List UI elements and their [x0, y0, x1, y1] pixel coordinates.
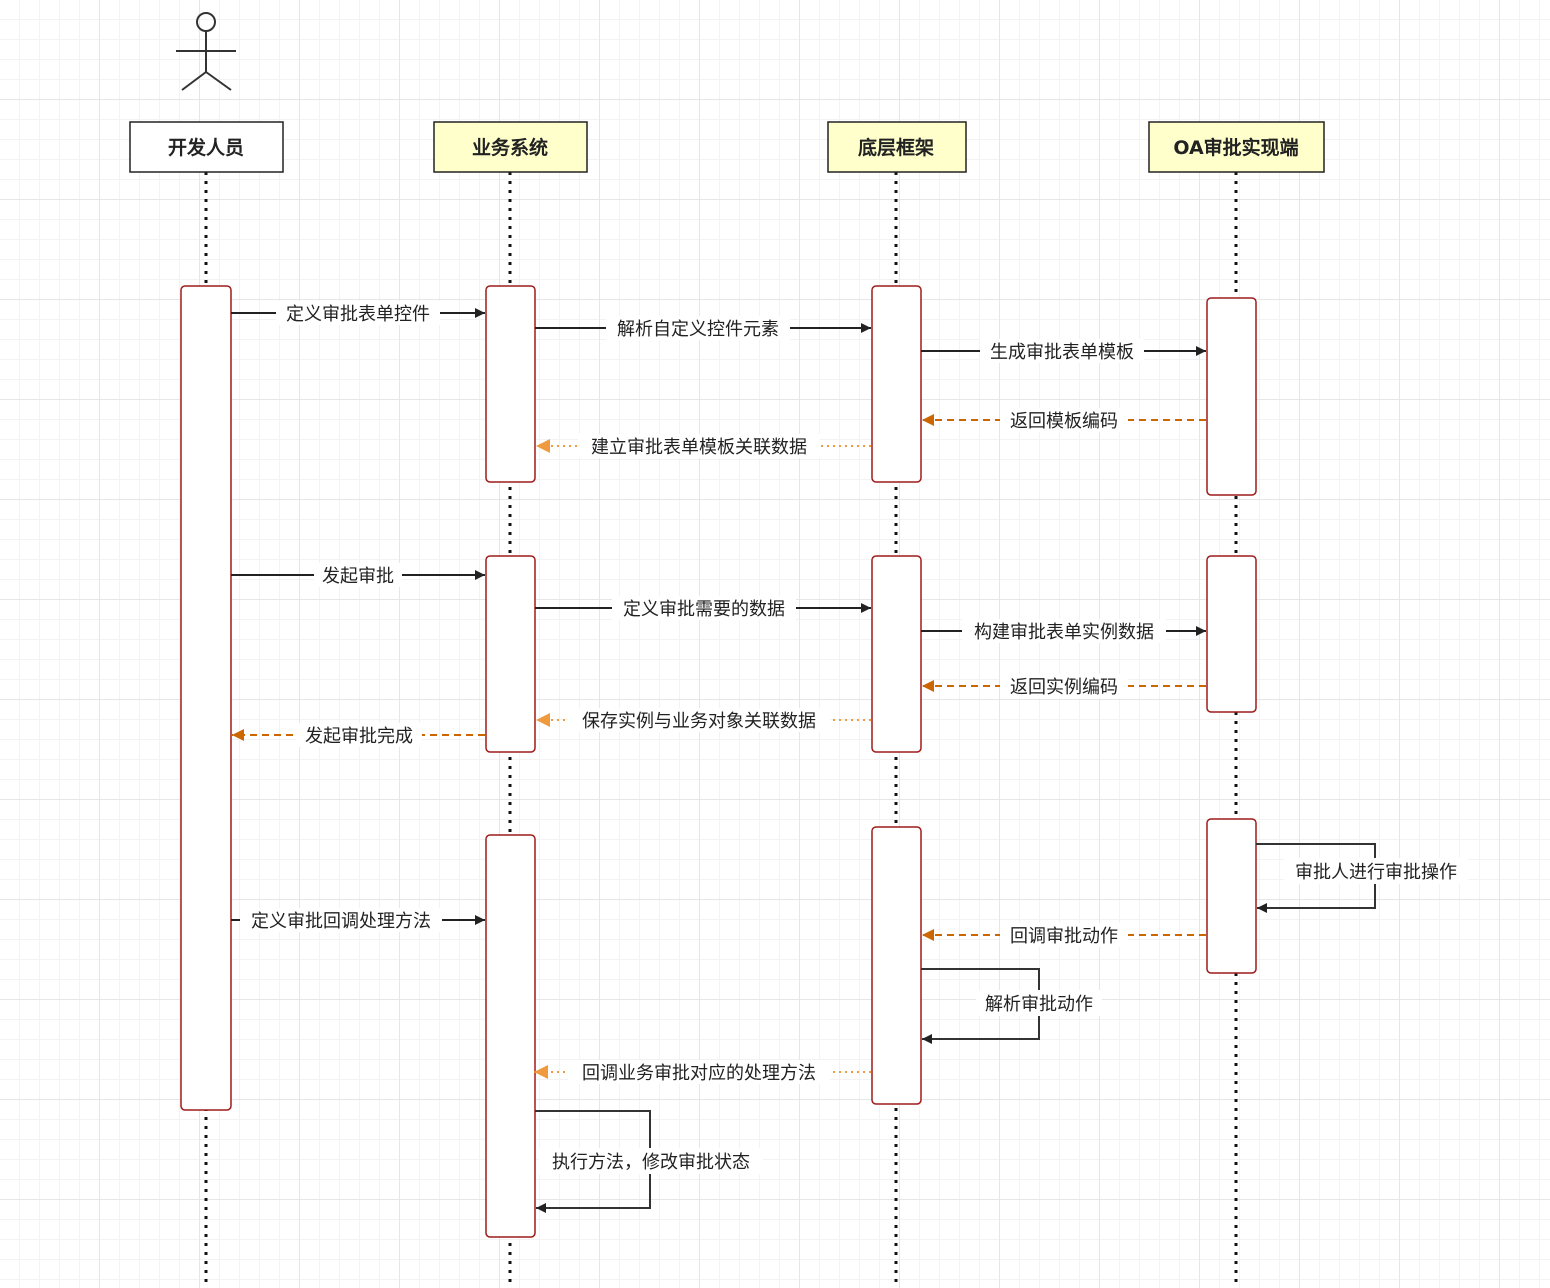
participant-biz-label: 业务系统 [472, 136, 548, 159]
activation-oa-2 [1206, 555, 1257, 713]
activation-oa-3 [1206, 818, 1257, 974]
participant-dev-label: 开发人员 [168, 136, 244, 159]
message-initiate-complete: 发起审批完成 [232, 723, 485, 747]
activation-biz-3 [485, 834, 536, 1238]
message-label: 建立审批表单模板关联数据 [591, 437, 807, 458]
message-execute-method: 执行方法，修改审批状态 [535, 1110, 763, 1213]
message-generate-form-template: 生成审批表单模板 [921, 339, 1206, 363]
message-return-instance-code: 返回实例编码 [922, 674, 1206, 698]
participant-dev: 开发人员 [129, 121, 284, 173]
message-label: 审批人进行审批操作 [1295, 862, 1457, 883]
participant-fw-label: 底层框架 [858, 136, 934, 159]
message-label: 发起审批完成 [305, 726, 413, 747]
message-parse-action: 解析审批动作 [921, 968, 1102, 1044]
message-label: 发起审批 [322, 566, 394, 587]
activation-fw-2 [871, 555, 922, 753]
message-callback-business-handler: 回调业务审批对应的处理方法 [534, 1060, 871, 1084]
actor-icon [176, 12, 236, 91]
activations [180, 285, 1257, 1238]
participant-oa-label: OA审批实现端 [1173, 136, 1298, 159]
message-label: 返回实例编码 [1010, 677, 1118, 698]
activation-biz-1 [485, 285, 536, 483]
message-label: 解析审批动作 [985, 994, 1093, 1015]
message-label: 返回模板编码 [1010, 411, 1118, 432]
message-build-template-association: 建立审批表单模板关联数据 [536, 434, 871, 458]
message-label: 保存实例与业务对象关联数据 [582, 711, 816, 732]
activation-dev [180, 285, 232, 1111]
activation-oa-1 [1206, 297, 1257, 496]
message-initiate-approval: 发起审批 [231, 563, 485, 587]
message-define-form-controls: 定义审批表单控件 [231, 301, 485, 325]
message-save-instance-association: 保存实例与业务对象关联数据 [536, 708, 871, 732]
message-callback-action: 回调审批动作 [922, 923, 1206, 947]
activation-fw-1 [871, 285, 922, 483]
message-parse-custom-controls: 解析自定义控件元素 [535, 316, 871, 340]
participant-biz: 业务系统 [433, 121, 588, 173]
message-label: 定义审批回调处理方法 [251, 911, 431, 932]
message-return-template-code: 返回模板编码 [922, 408, 1206, 432]
message-define-approval-data: 定义审批需要的数据 [535, 596, 871, 620]
activation-biz-2 [485, 555, 536, 753]
message-label: 回调审批动作 [1010, 926, 1118, 947]
message-label: 回调业务审批对应的处理方法 [582, 1063, 816, 1084]
participant-fw: 底层框架 [827, 121, 967, 173]
message-label: 生成审批表单模板 [990, 342, 1134, 363]
activation-fw-3 [871, 826, 922, 1105]
participant-oa: OA审批实现端 [1148, 121, 1325, 173]
message-label: 构建审批表单实例数据 [974, 622, 1154, 643]
message-label: 定义审批表单控件 [286, 304, 430, 325]
message-approver-operation: 审批人进行审批操作 [1256, 843, 1468, 913]
message-label: 执行方法，修改审批状态 [552, 1152, 750, 1173]
message-define-callback: 定义审批回调处理方法 [231, 908, 485, 932]
message-label: 定义审批需要的数据 [623, 599, 785, 620]
message-label: 解析自定义控件元素 [617, 319, 779, 340]
message-build-instance-data: 构建审批表单实例数据 [921, 619, 1206, 643]
